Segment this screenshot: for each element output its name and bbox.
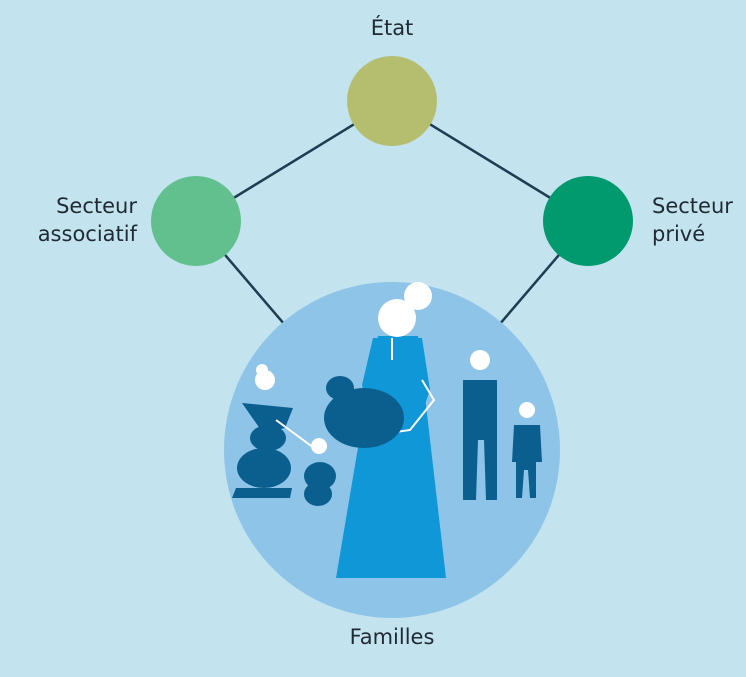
node-prive [543, 176, 633, 266]
label-etat: État [370, 16, 414, 40]
family-illustration [232, 282, 542, 578]
label-secteur-prive: Secteur privé [652, 194, 733, 246]
label-familles: Familles [349, 625, 435, 649]
grandmother-figure [232, 364, 315, 498]
node-etat [347, 56, 437, 146]
mother-figure [324, 282, 446, 578]
node-associatif [151, 176, 241, 266]
label-secteur-associatif: Secteur associatif [37, 194, 137, 246]
toddler-figure [304, 438, 336, 506]
child-figure [512, 402, 542, 498]
father-figure [463, 350, 497, 500]
